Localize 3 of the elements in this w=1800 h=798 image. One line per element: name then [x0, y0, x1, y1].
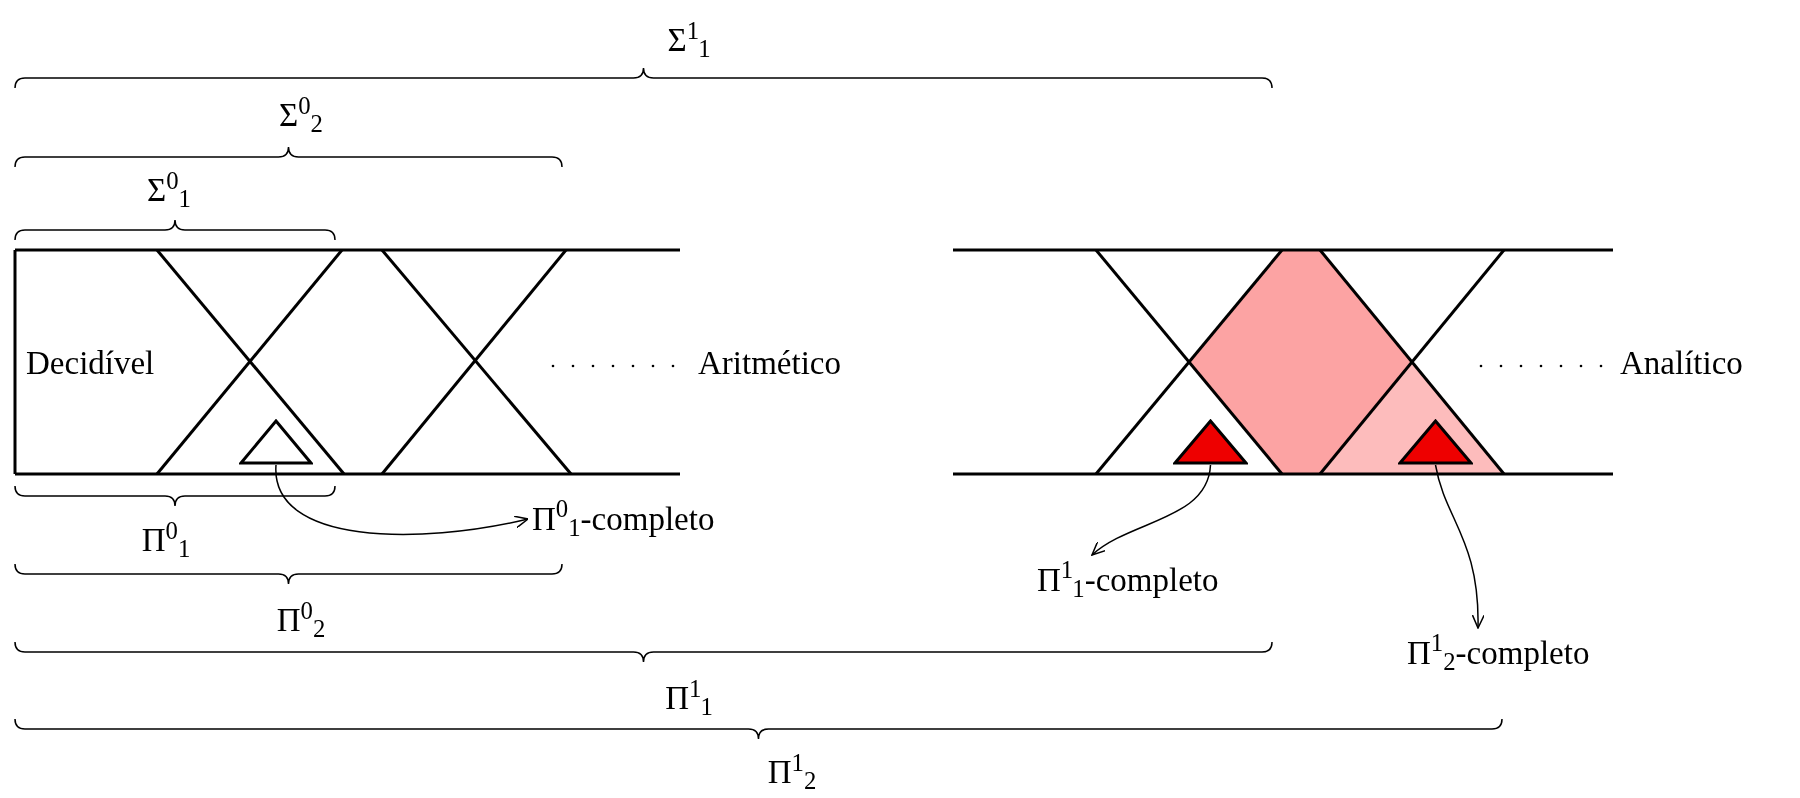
leader-arrow [1434, 464, 1485, 629]
leader-arrow [1091, 464, 1212, 556]
leader-arrow [275, 464, 529, 536]
